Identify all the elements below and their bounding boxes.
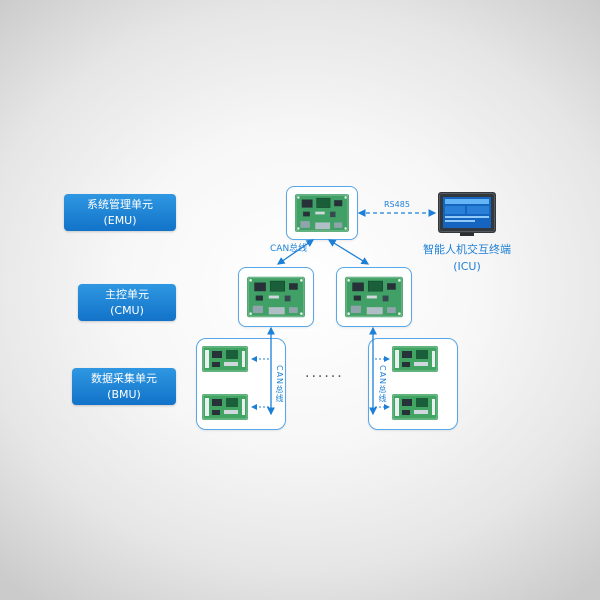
- caption-icu-abbr: (ICU): [453, 260, 481, 274]
- cmu-right-pcb-icon: [345, 276, 403, 318]
- caption-icu: 智能人机交互终端 (ICU): [411, 241, 523, 275]
- hmi-screen-icon: [438, 192, 496, 236]
- label-cmu-name: 主控单元: [105, 287, 149, 301]
- bmu-board-right-top: [392, 346, 438, 372]
- node-cmu-left: [238, 267, 314, 327]
- bmu-pcb-icon: [392, 394, 438, 420]
- cmu-left-pcb-icon: [247, 276, 305, 318]
- rs485-label: RS485: [384, 200, 410, 209]
- label-bmu: 数据采集单元 (BMU): [72, 368, 176, 405]
- label-cmu: 主控单元 (CMU): [78, 284, 176, 321]
- node-emu: [286, 186, 358, 240]
- bmu-board-right-bottom: [392, 394, 438, 420]
- can-bus-label-left: CAN总线: [275, 365, 284, 404]
- label-emu-abbr: (EMU): [103, 213, 137, 227]
- can-bus-label-top: CAN总线: [270, 244, 308, 254]
- label-emu: 系统管理单元 (EMU): [64, 194, 176, 231]
- emu-pcb-icon: [295, 194, 349, 232]
- label-bmu-abbr: (BMU): [107, 387, 141, 401]
- label-cmu-abbr: (CMU): [110, 303, 144, 317]
- label-bmu-name: 数据采集单元: [91, 371, 157, 385]
- bmu-board-left-top: [202, 346, 248, 372]
- node-cmu-right: [336, 267, 412, 327]
- bmu-pcb-icon: [392, 346, 438, 372]
- node-icu: [438, 192, 496, 236]
- ellipsis-dots: ......: [305, 365, 344, 381]
- label-emu-name: 系统管理单元: [87, 197, 153, 211]
- bmu-board-left-bottom: [202, 394, 248, 420]
- bmu-pcb-icon: [202, 394, 248, 420]
- caption-icu-name: 智能人机交互终端: [423, 243, 511, 256]
- can-bus-label-right: CAN总线: [378, 365, 387, 404]
- bmu-pcb-icon: [202, 346, 248, 372]
